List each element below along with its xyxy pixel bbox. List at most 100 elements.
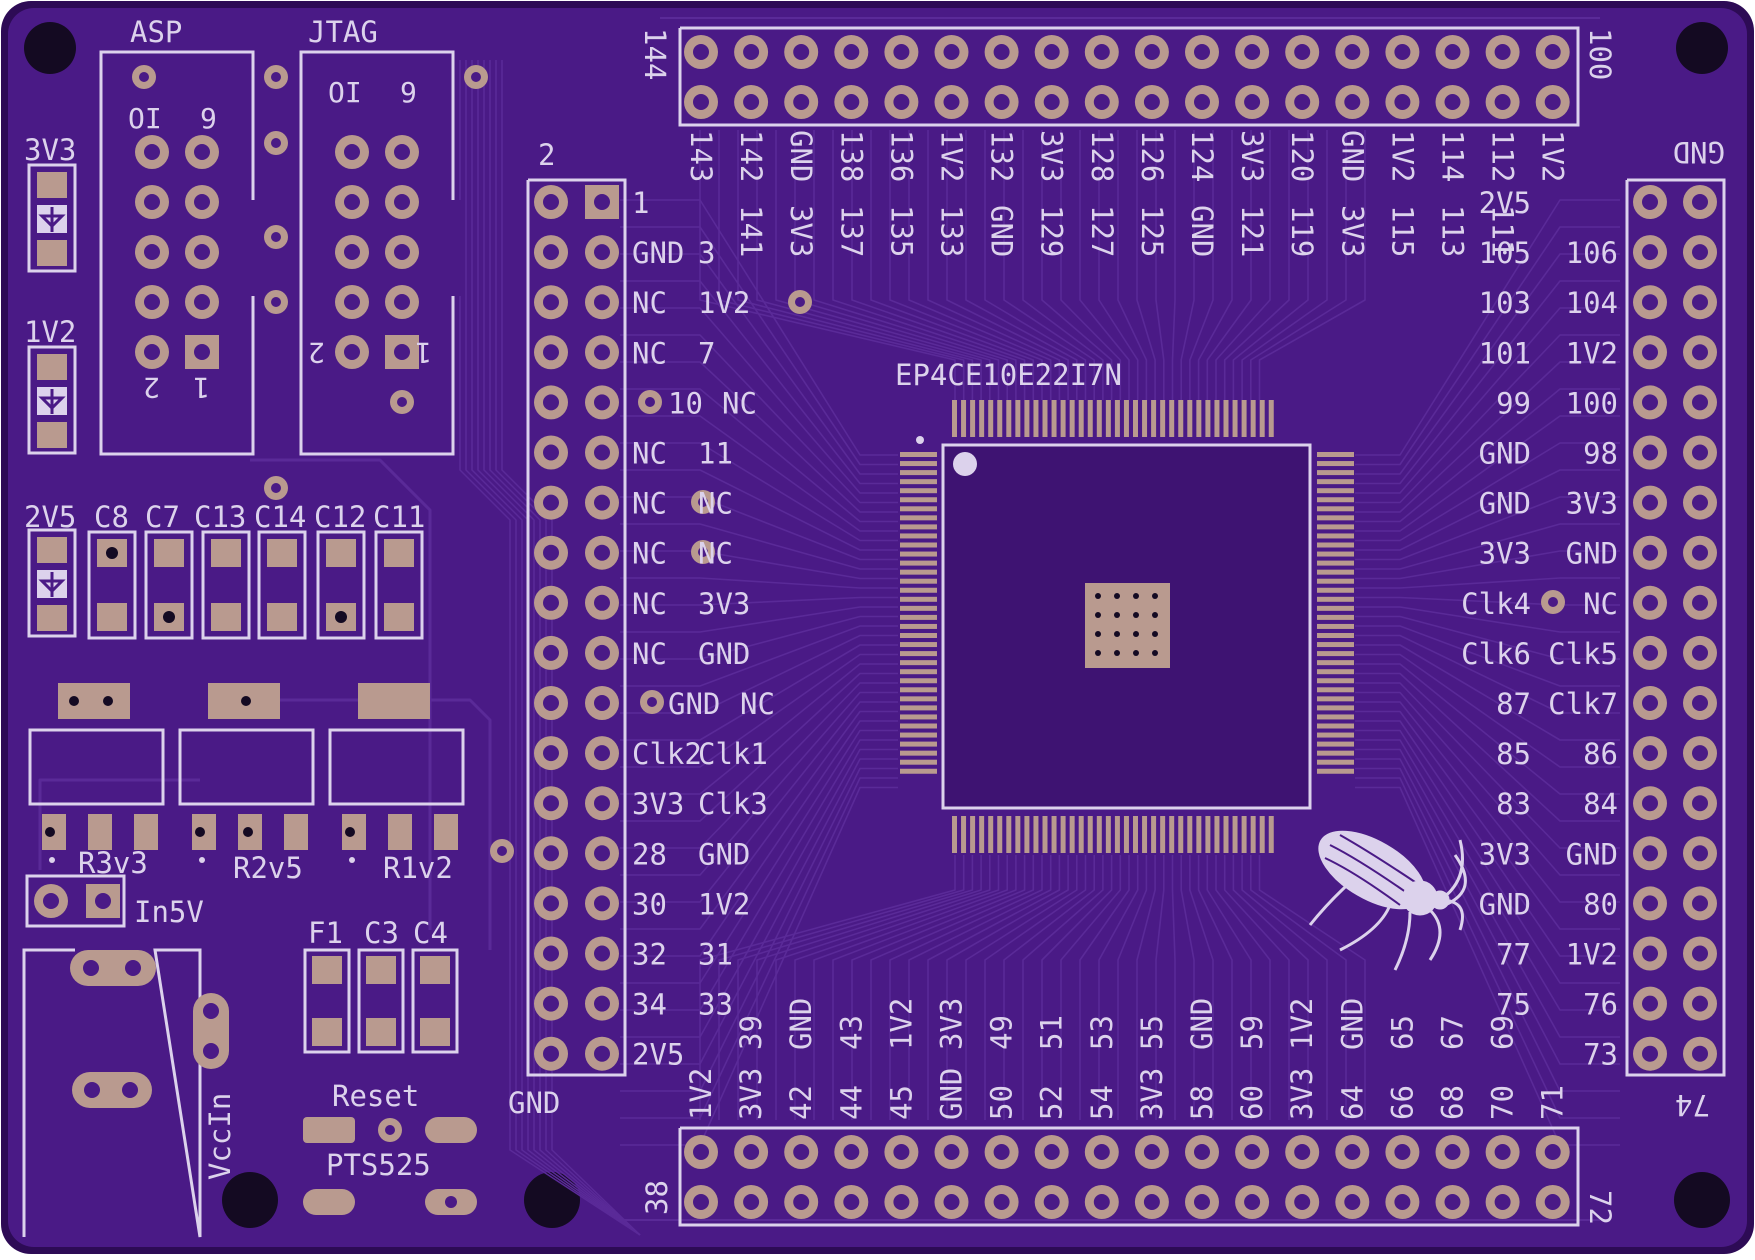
right-pin-label: Clk4	[1461, 587, 1531, 621]
top-pin-label: 142	[734, 130, 768, 182]
left-pin-label: 28	[632, 837, 667, 871]
fpga-chip	[900, 400, 1354, 853]
top-pin-label: 143	[684, 130, 718, 182]
left-pin-label: 32	[632, 938, 667, 972]
left-pin-label: NC	[632, 437, 667, 471]
right-pin-label: 83	[1496, 787, 1531, 821]
top-pin-label: GND	[1185, 205, 1219, 257]
silk-label: 144	[638, 28, 672, 80]
bottom-pin-label: 43	[834, 1015, 868, 1050]
silk-label: C8	[94, 500, 129, 534]
top-pin-label: 129	[1035, 205, 1069, 257]
top-pin-label: GND	[784, 130, 818, 182]
led-2v5	[27, 528, 77, 638]
top-pin-label: 119	[1285, 205, 1319, 257]
left-pin-label: GND	[632, 236, 684, 270]
left-pin-label: 7	[698, 336, 715, 370]
capacitor-row	[87, 530, 424, 640]
right-pin-label: 3V3	[1479, 837, 1531, 871]
right-pin-label: 3V3	[1479, 537, 1531, 571]
bottom-pin-label: 52	[1035, 1085, 1069, 1120]
silk-label: In5V	[134, 895, 204, 929]
top-pin-label: 115	[1385, 205, 1419, 257]
left-pin-label: 2V5	[632, 1038, 684, 1072]
right-pin-label: Clk5	[1548, 637, 1618, 671]
silk-label: OI	[328, 76, 362, 109]
top-pin-label: 125	[1135, 205, 1169, 257]
regulators	[28, 683, 465, 863]
bottom-pin-label: 59	[1235, 1015, 1269, 1050]
right-pin-label: 104	[1566, 286, 1618, 320]
led-2v5-label: 2V5	[24, 500, 76, 534]
left-pin-label: 31	[698, 938, 733, 972]
bottom-pin-label: 70	[1486, 1085, 1520, 1120]
beetle-logo	[1308, 830, 1467, 971]
bottom-pin-label: 3V3	[1135, 1068, 1169, 1120]
silk-label: C3	[364, 916, 399, 950]
asp-label: ASP	[130, 15, 182, 49]
left-pin-label: GND	[698, 637, 750, 671]
silk-label: VccIn	[203, 1093, 237, 1180]
right-pin-label: 77	[1496, 938, 1531, 972]
right-pin-label: 80	[1583, 887, 1618, 921]
top-pin-label: 3V3	[784, 205, 818, 257]
top-pin-label: 128	[1085, 130, 1119, 182]
right-pin-label: 100	[1566, 386, 1618, 420]
left-pin-label: NC	[722, 386, 757, 420]
silk-label: 100	[1583, 28, 1617, 80]
right-pin-label: 86	[1583, 737, 1618, 771]
top-pin-label: 1V2	[1536, 130, 1570, 182]
top-pin-label: GND	[1335, 130, 1369, 182]
bottom-pin-label: GND	[1335, 998, 1369, 1050]
bottom-pin-label: 54	[1085, 1085, 1119, 1120]
left-pin-label: NC	[632, 286, 667, 320]
mounting-hole	[222, 1172, 278, 1228]
left-pin-label: 34	[632, 988, 667, 1022]
left-pin-label: Clk2	[632, 737, 702, 771]
bottom-pin-label: 58	[1185, 1085, 1219, 1120]
top-pin-label: 120	[1285, 130, 1319, 182]
bottom-pin-label: 67	[1436, 1015, 1470, 1050]
left-pin-label: NC	[632, 637, 667, 671]
top-pin-label: 3V3	[1035, 130, 1069, 182]
right-pin-label: 99	[1496, 386, 1531, 420]
right-pin-label: 73	[1583, 1038, 1618, 1072]
in5v-connector	[25, 874, 126, 928]
bottom-pin-label: 66	[1385, 1085, 1419, 1120]
right-pin-label: 103	[1479, 286, 1531, 320]
top-pin-label: 3V3	[1335, 205, 1369, 257]
bottom-pin-label: GND	[784, 998, 818, 1050]
right-pin-label: 87	[1496, 687, 1531, 721]
jtag-label: JTAG	[308, 15, 378, 49]
top-pin-label: 1V2	[935, 130, 969, 182]
right-pin-label: 101	[1479, 336, 1531, 370]
top-pin-label: 121	[1235, 205, 1269, 257]
right-pin-label: Clk7	[1548, 687, 1618, 721]
right-pin-label: GND	[1566, 837, 1618, 871]
led-1v2	[27, 345, 77, 455]
left-pin-label: GND	[698, 837, 750, 871]
led-1v2-label: 1V2	[24, 315, 76, 349]
bottom-pin-label: 3V3	[1285, 1068, 1319, 1120]
left-pin-label: 33	[698, 988, 733, 1022]
top-pin-label: 135	[884, 205, 918, 257]
left-pin-label: NC	[632, 336, 667, 370]
silk-label: 38	[640, 1180, 674, 1215]
bottom-pin-label: 45	[884, 1085, 918, 1120]
solder-mask	[8, 8, 1747, 1247]
bottom-pin-label: 69	[1486, 1015, 1520, 1050]
silk-label: Reset	[332, 1079, 419, 1113]
left-pin-label: NC	[698, 537, 733, 571]
right-pin-label: 98	[1583, 437, 1618, 471]
led-3v3-label: 3V3	[24, 133, 76, 167]
chip-part-number: EP4CE10E22I7N	[895, 358, 1122, 392]
silk-label: C11	[373, 500, 425, 534]
top-pin-label: 138	[834, 130, 868, 182]
right-pin-label: Clk6	[1461, 637, 1531, 671]
bottom-pin-label: 65	[1385, 1015, 1419, 1050]
silk-label: R3v3	[78, 846, 148, 880]
silk-label: GND	[1673, 135, 1725, 169]
silk-label: GND	[508, 1086, 560, 1120]
silk-label: OI	[128, 102, 162, 135]
